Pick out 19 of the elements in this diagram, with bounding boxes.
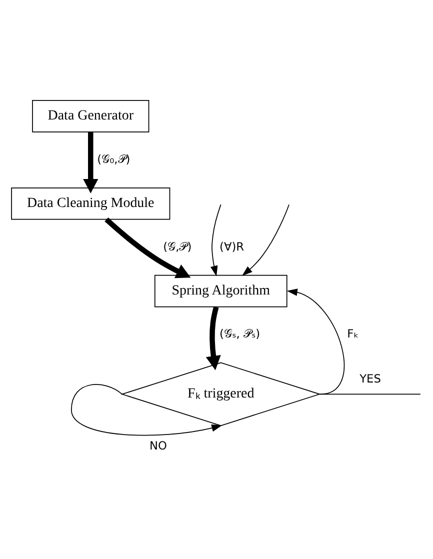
arrow <box>206 306 221 370</box>
edge-label: (∀)R <box>220 239 244 254</box>
arrow <box>210 204 222 276</box>
edge-label: (𝒢₀,𝒫) <box>97 152 130 166</box>
node-diamond: Fₖ triggered <box>120 362 322 426</box>
edge-label: YES <box>360 371 381 386</box>
arrow <box>104 218 191 278</box>
connector <box>319 394 421 395</box>
node-box: Data Generator <box>32 100 150 132</box>
edge-label: (𝒢ₛ, 𝒫ₛ) <box>220 326 260 341</box>
arrow <box>70 384 222 436</box>
arrow <box>83 132 98 194</box>
arrow <box>286 288 344 395</box>
arrow <box>242 204 290 276</box>
edge-label: Fₖ <box>347 326 359 341</box>
edge-label: (𝒢,𝒫) <box>163 239 192 254</box>
node-box: Data Cleaning Module <box>11 187 170 220</box>
edge-label: NO <box>149 438 167 452</box>
node-box: Spring Algorithm <box>154 274 288 308</box>
